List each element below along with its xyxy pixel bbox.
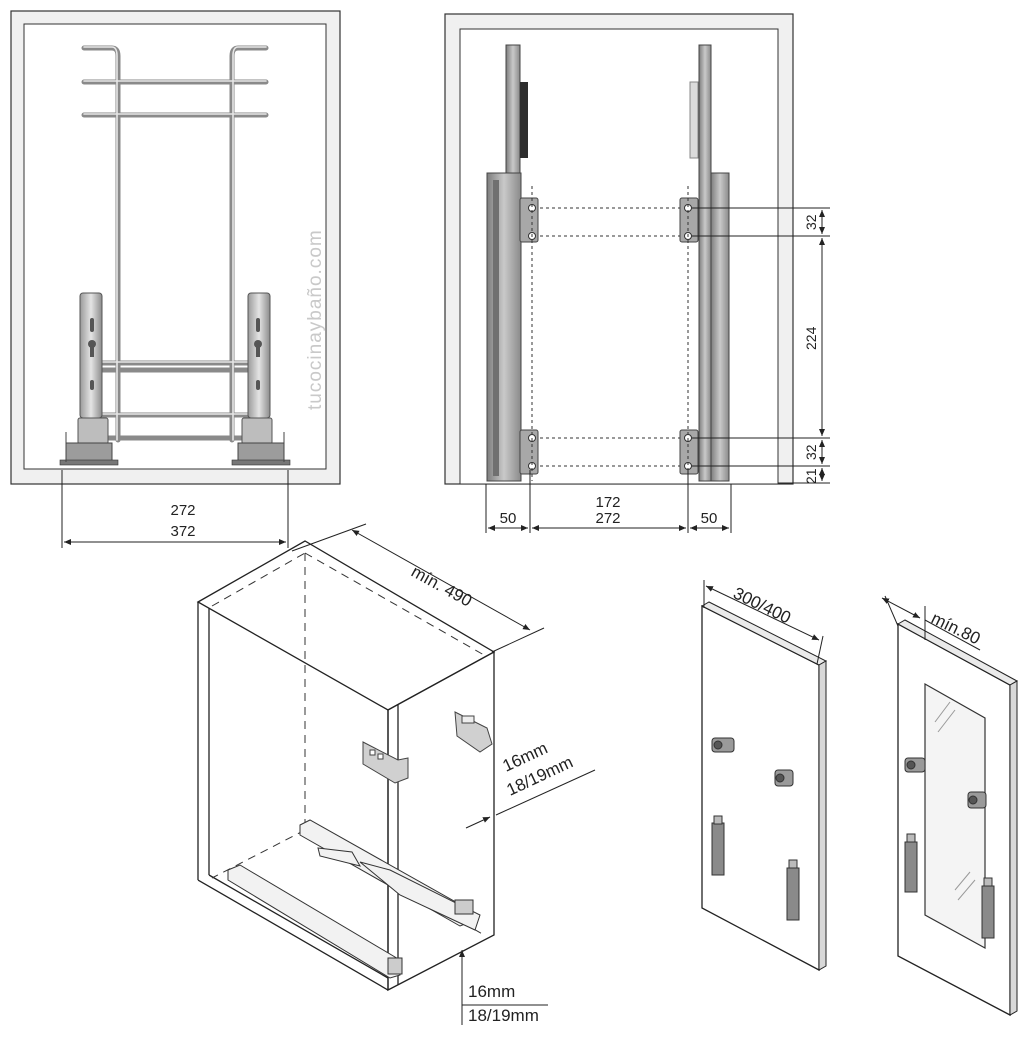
door-hardware (711, 737, 800, 921)
cabinet-runners (227, 819, 481, 979)
left-runner (486, 44, 539, 482)
glass-pane (924, 682, 986, 950)
side-view: 32 224 32 21 50 172 272 50 (444, 13, 830, 533)
side-vertical-dimensions (692, 207, 830, 484)
right-mounting-bracket (231, 292, 291, 466)
front-view-inner (23, 23, 327, 470)
side-dim-50-left: 50 (500, 510, 517, 527)
cabinet-isometric: mín. 490 16mm 18/19mm 16mm 18/19mm (196, 523, 596, 1025)
side-dim-272: 272 (595, 510, 620, 527)
right-runner (679, 44, 730, 482)
side-dim-32-top: 32 (803, 214, 819, 230)
wire-basket-highlight (83, 46, 267, 441)
cabinet-fittings (362, 711, 493, 784)
front-dim-272: 272 (170, 502, 195, 519)
glass-door-hardware (904, 757, 995, 939)
side-dim-50-right: 50 (701, 510, 718, 527)
left-mounting-bracket (59, 292, 119, 466)
side-dim-21: 21 (803, 468, 819, 484)
side-dim-172: 172 (595, 494, 620, 511)
hole-reference-lines (531, 186, 689, 481)
cabinet-depth-label: mín. 490 (408, 562, 475, 611)
front-width-dimension (61, 470, 289, 548)
front-view: tucocinaybaño.com 272 372 (10, 10, 341, 548)
side-horizontal-dimensions (485, 470, 732, 533)
watermark-text: tucocinaybaño.com (305, 229, 326, 410)
side-dim-224: 224 (803, 326, 819, 350)
front-dim-372: 372 (170, 523, 195, 540)
door-panel: 300/400 (700, 580, 828, 972)
side-dim-32-bottom: 32 (803, 444, 819, 460)
glass-door: mín.80 (881, 595, 1019, 1017)
cabinet-bottom-thickness-16: 16mm (468, 982, 515, 1001)
cabinet-bottom-thickness-18-19: 18/19mm (468, 1006, 539, 1025)
